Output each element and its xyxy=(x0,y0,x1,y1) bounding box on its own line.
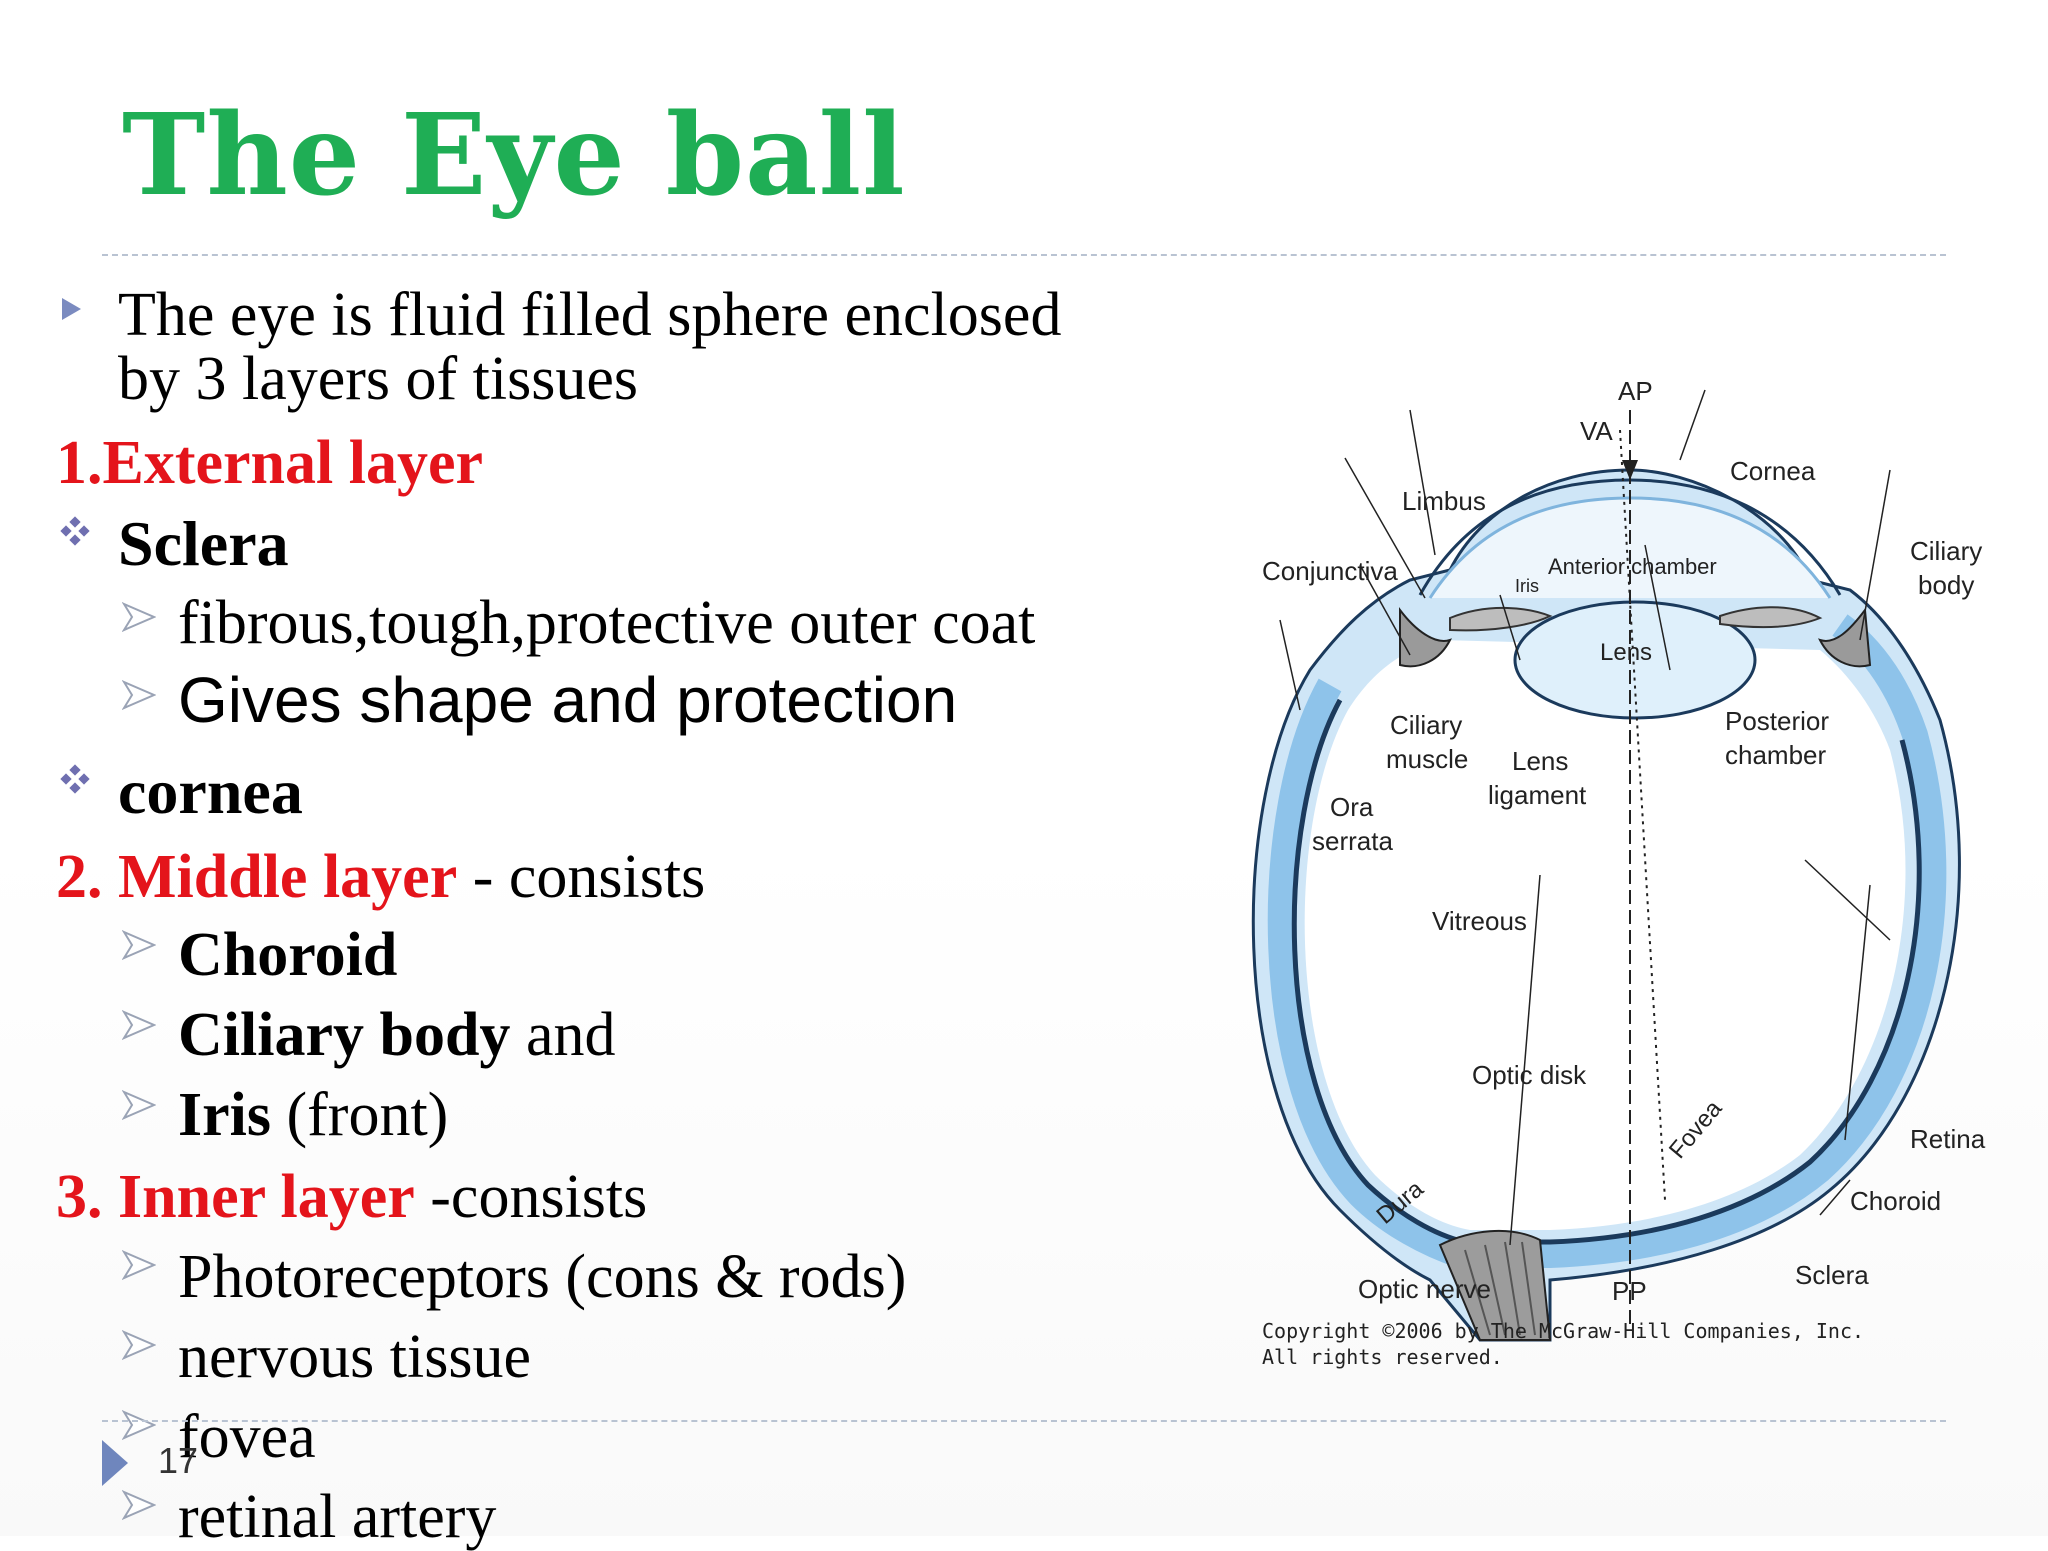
diamond-bullet-icon xyxy=(60,764,90,794)
sclera-label: Sclera xyxy=(118,508,289,579)
sclera-detail-2: Gives shape and protection xyxy=(178,664,958,736)
diagram-label-retina: Retina xyxy=(1910,1124,1986,1154)
middle-layer-suffix: - consists xyxy=(457,843,706,911)
middle-item-rest: (front) xyxy=(271,1081,449,1149)
page-number: 17 xyxy=(158,1440,199,1481)
arrow-bullet-icon xyxy=(122,1410,156,1440)
retina-line xyxy=(1291,698,1922,1245)
diagram-label-ora-serrata-1: Ora xyxy=(1330,792,1374,822)
iris-right xyxy=(1719,606,1823,629)
diamond-bullet-icon xyxy=(60,516,90,546)
diagram-label-optic-disk: Optic disk xyxy=(1472,1060,1587,1090)
leader-lines xyxy=(1279,389,1891,1246)
vitreous-shape xyxy=(1304,640,1906,1230)
diagram-label-ciliary-muscle-2: muscle xyxy=(1386,744,1468,774)
middle-item-ciliary: Ciliary body and xyxy=(178,1004,615,1066)
middle-item-iris: Iris (front) xyxy=(178,1084,448,1146)
diagram-label-vitreous: Vitreous xyxy=(1432,906,1527,936)
intro-line-2: by 3 layers of tissues xyxy=(118,345,639,413)
middle-item-bold: Choroid xyxy=(178,921,398,989)
arrow-bullet-icon xyxy=(122,602,156,632)
lens-shape xyxy=(1513,600,1757,720)
middle-item-choroid: Choroid xyxy=(178,924,397,986)
top-divider xyxy=(102,254,1946,256)
inner-item: fovea xyxy=(178,1403,316,1471)
middle-item-bold: Iris xyxy=(178,1081,271,1149)
inner-item: nervous tissue xyxy=(178,1323,532,1391)
ciliary-right xyxy=(1818,607,1872,668)
arrow-bullet-icon xyxy=(122,1090,156,1120)
cornea-label: cornea xyxy=(118,756,303,827)
diagram-label-choroid: Choroid xyxy=(1850,1186,1941,1216)
inner-layer-suffix: -consists xyxy=(414,1163,648,1231)
inner-layer-line: 3. Inner layer -consists xyxy=(56,1166,647,1228)
eye-diagram: AP VA Cornea Limbus Conjunctiva Iris Ant… xyxy=(1251,376,1986,1369)
inner-item: retinal artery xyxy=(178,1483,497,1551)
choroid-shape xyxy=(1267,614,1947,1268)
optic-nerve-stripes xyxy=(1464,1241,1536,1336)
intro-line-1: The eye is fluid filled sphere enclosed xyxy=(118,281,1062,349)
diagram-label-posterior-chamber-2: chamber xyxy=(1725,740,1826,770)
diagram-label-ciliary-body-2: body xyxy=(1918,570,1974,600)
middle-layer-heading: 2. Middle layer xyxy=(56,843,458,911)
diagram-label-lens-ligament-1: Lens xyxy=(1512,746,1568,776)
ciliary-left xyxy=(1399,607,1452,668)
middle-item-rest: and xyxy=(510,1001,616,1069)
ap-arrowhead xyxy=(1622,460,1638,480)
diagram-label-ora-serrata-2: serrata xyxy=(1312,826,1393,856)
arrow-bullet-icon xyxy=(122,1490,156,1520)
diagram-label-anterior-chamber: Anterior chamber xyxy=(1548,554,1717,579)
bottom-divider xyxy=(102,1420,1946,1422)
diagram-label-ap: AP xyxy=(1618,376,1653,406)
external-layer-heading: 1.External layer xyxy=(56,429,484,497)
triangle-bullet-icon xyxy=(62,298,81,320)
arrow-bullet-icon xyxy=(122,1010,156,1040)
iris-left xyxy=(1449,606,1553,632)
diagram-label-conjunctiva: Conjunctiva xyxy=(1262,556,1398,586)
arrow-bullet-icon xyxy=(122,1250,156,1280)
diagram-label-ciliary-muscle-1: Ciliary xyxy=(1390,710,1462,740)
inner-item: Photoreceptors (cons & rods) xyxy=(178,1243,907,1311)
diagram-label-sclera: Sclera xyxy=(1795,1260,1869,1290)
arrow-bullet-icon xyxy=(122,680,156,710)
diagram-label-posterior-chamber-1: Posterior xyxy=(1725,706,1829,736)
diagram-copyright-1: Copyright ©2006 by The McGraw-Hill Compa… xyxy=(1262,1319,1864,1343)
diagram-label-lens: Lens xyxy=(1600,639,1652,666)
footer-triangle-icon xyxy=(102,1440,128,1486)
middle-layer-line: 2. Middle layer - consists xyxy=(56,846,705,908)
diagram-label-ciliary-body-1: Ciliary xyxy=(1910,536,1982,566)
diagram-label-lens-ligament-2: ligament xyxy=(1488,780,1587,810)
inner-layer-heading: 3. Inner layer xyxy=(56,1163,415,1231)
sclera-detail-1: fibrous,tough,protective outer coat xyxy=(178,589,1036,657)
arrow-bullet-icon xyxy=(122,1330,156,1360)
diagram-label-pp: PP xyxy=(1612,1276,1647,1306)
diagram-label-va: VA xyxy=(1580,416,1613,446)
arrow-bullet-icon xyxy=(122,930,156,960)
diagram-label-optic-nerve: Optic nerve xyxy=(1358,1274,1491,1304)
axis-line-va xyxy=(1619,429,1666,1201)
diagram-label-limbus: Limbus xyxy=(1402,486,1486,516)
diagram-copyright-2: All rights reserved. xyxy=(1262,1345,1503,1369)
diagram-label-cornea: Cornea xyxy=(1730,456,1816,486)
diagram-label-iris: Iris xyxy=(1515,576,1539,596)
middle-item-bold: Ciliary body xyxy=(178,1001,511,1069)
slide-title: The Eye ball xyxy=(122,90,906,221)
